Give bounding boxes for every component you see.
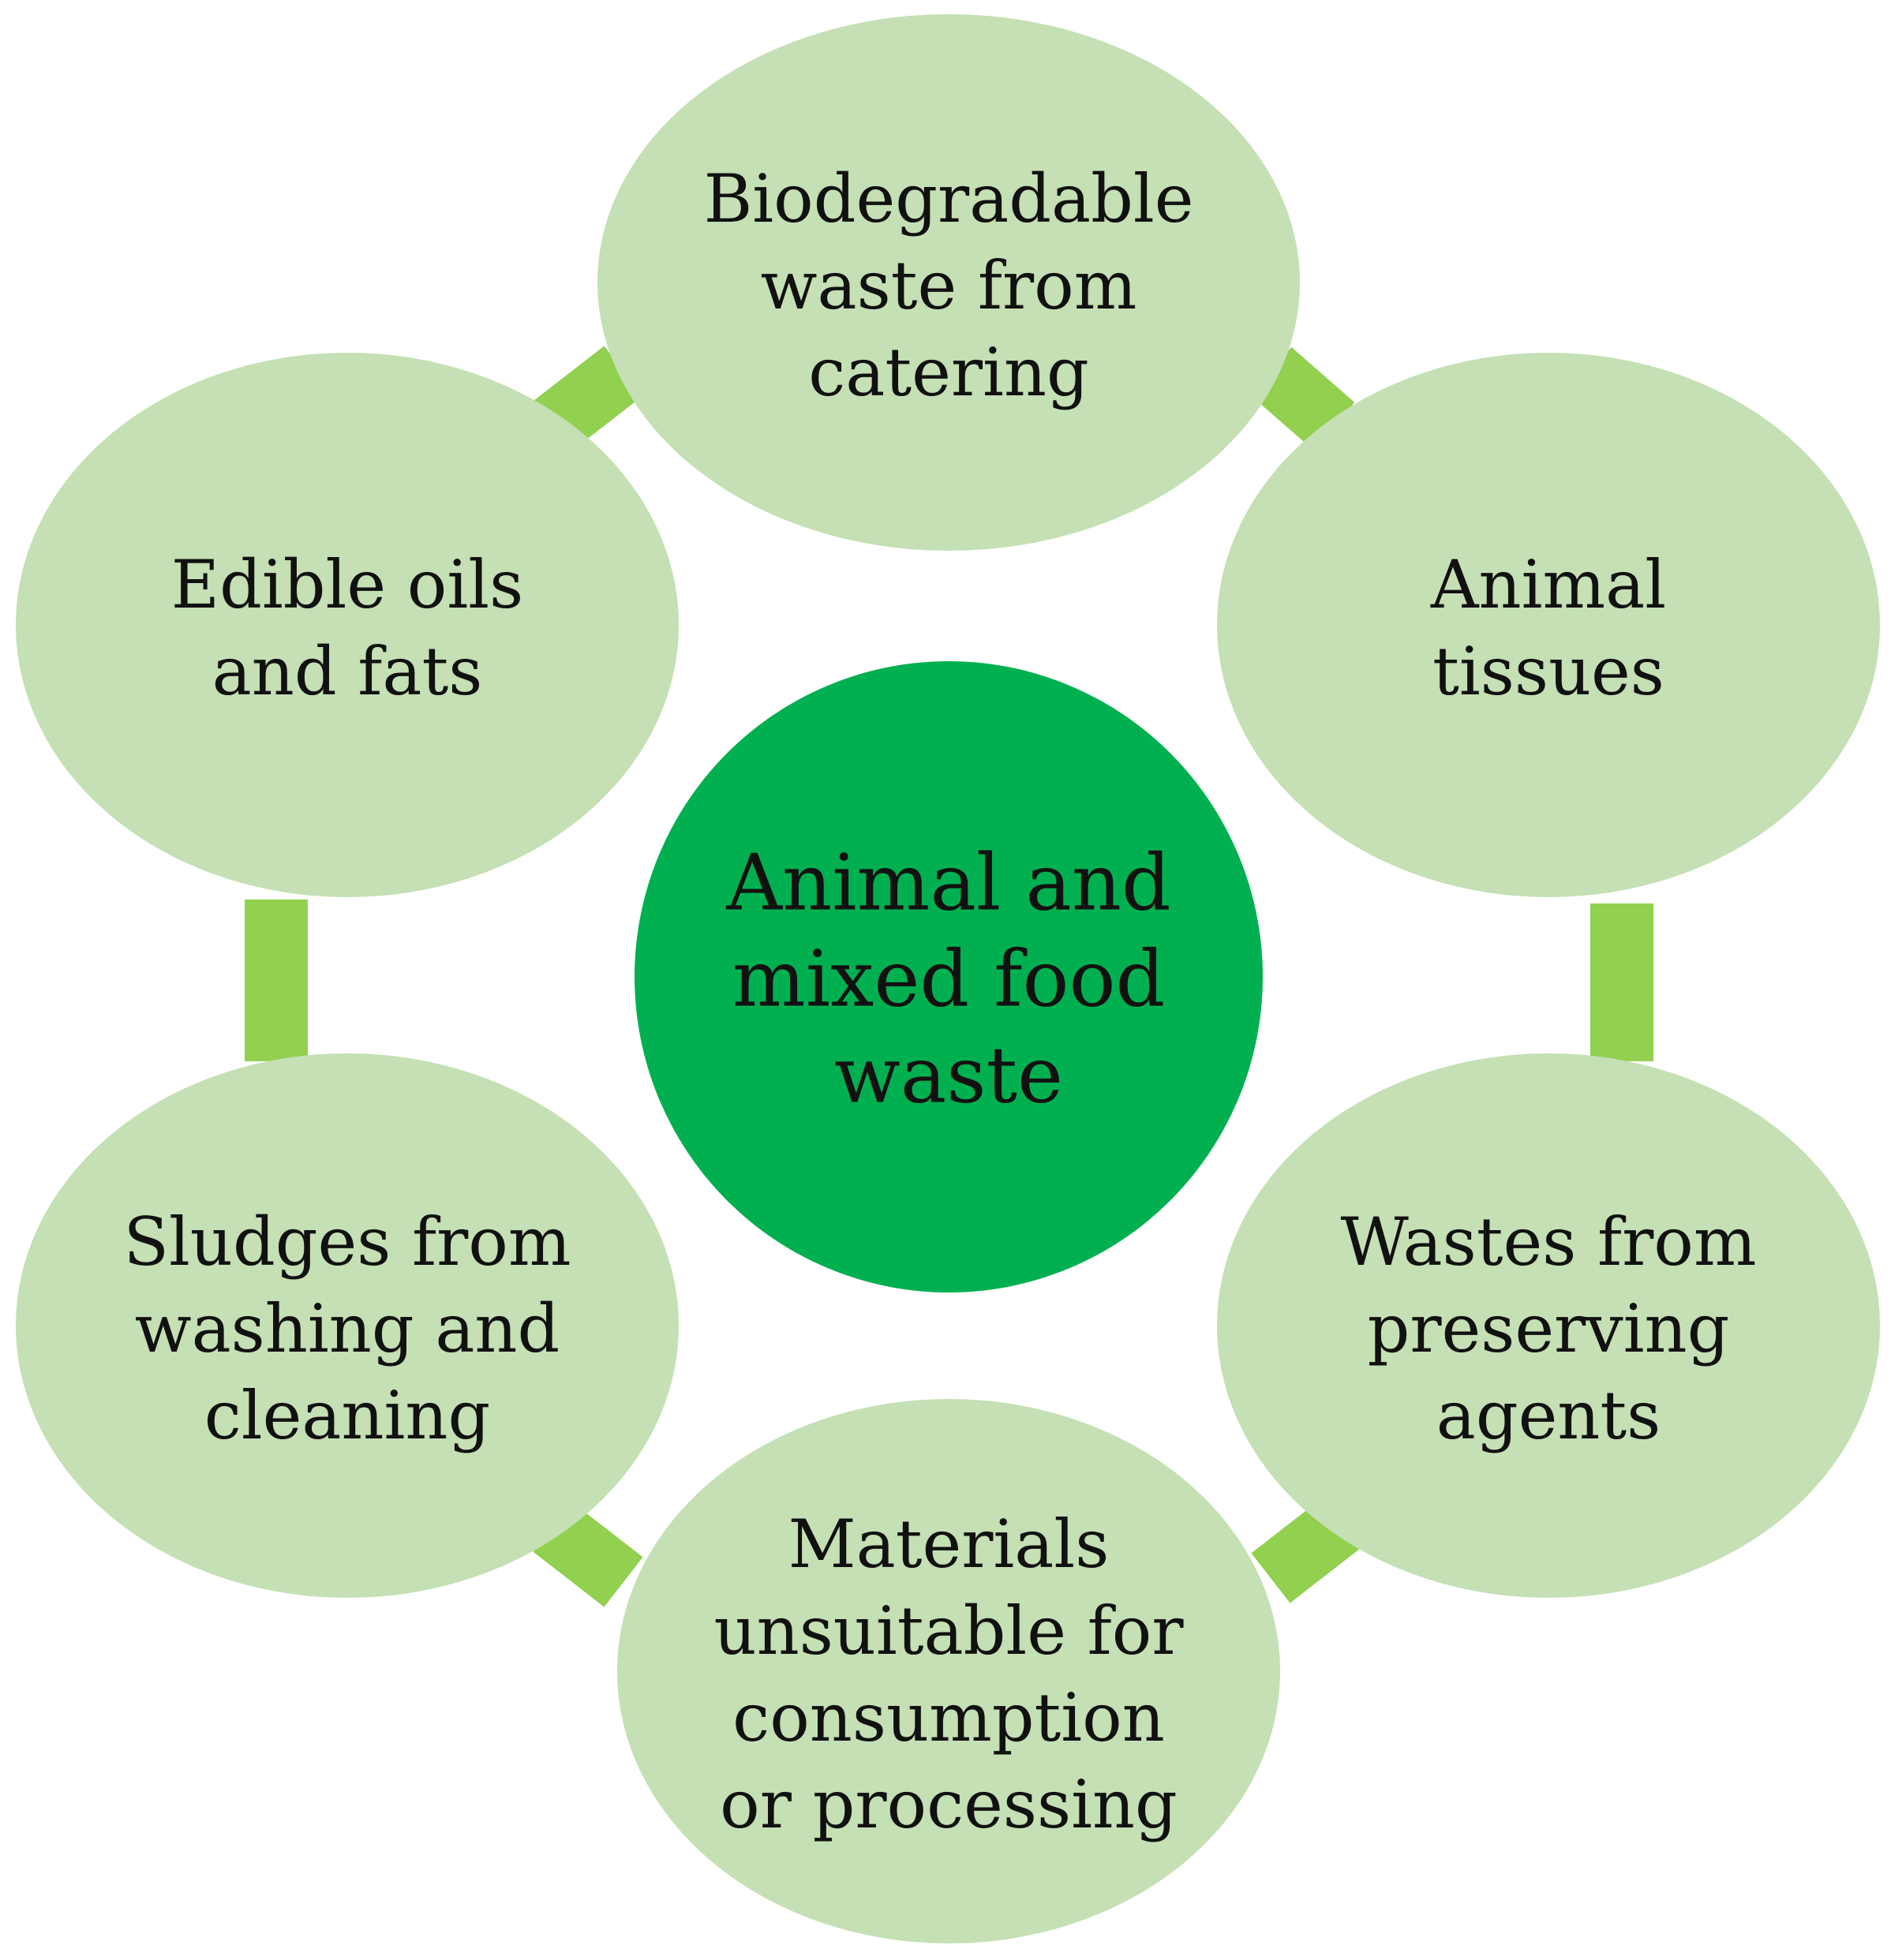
connector-top-right (1249, 346, 1355, 451)
label-line: Biodegradable (704, 160, 1194, 238)
label-line: waste from (761, 247, 1137, 324)
connector-ring (245, 346, 1653, 1607)
label-line: Sludges from (123, 1203, 571, 1281)
label-line: waste (834, 1031, 1063, 1121)
label-line: catering (808, 334, 1088, 411)
outer-node-sludges: Sludges from washing and cleaning (16, 1053, 679, 1598)
outer-node-preserving-agents: Wastes from preserving agents (1217, 1053, 1880, 1598)
label-line: and fats (212, 633, 483, 710)
connector-top-left (533, 346, 643, 451)
center-ellipse (635, 661, 1263, 1292)
node-label: Biodegradable waste from catering (704, 160, 1194, 411)
label-line: Materials (788, 1506, 1110, 1583)
label-line: Wastes from (1341, 1203, 1757, 1281)
label-line: tissues (1432, 633, 1664, 710)
node-label: Materials unsuitable for consumption or pro… (714, 1506, 1185, 1843)
label-line: washing and (135, 1290, 560, 1367)
label-line: Animal (1430, 546, 1666, 623)
outer-node-edible-oils: Edible oils and fats (16, 353, 679, 897)
label-line: unsuitable for (714, 1592, 1185, 1670)
outer-node-animal-tissues: Animal tissues (1217, 353, 1880, 897)
outer-ellipse (617, 1399, 1280, 1943)
label-line: Edible oils (171, 546, 523, 623)
outer-ellipse (597, 14, 1300, 551)
outer-ellipse (16, 353, 679, 897)
connector-bottom-right (1251, 1498, 1361, 1603)
label-line: preserving (1368, 1290, 1730, 1367)
node-label: Sludges from washing and cleaning (123, 1203, 571, 1454)
label-line: mixed food (732, 935, 1165, 1025)
node-label: Animal tissues (1430, 546, 1666, 710)
label-line: consumption (732, 1679, 1165, 1756)
outer-ellipse (16, 1053, 679, 1598)
connector-bottom-left (533, 1502, 643, 1607)
label-line: Animal and (725, 839, 1170, 929)
outer-ellipse (1217, 1053, 1880, 1598)
label-line: or processing (720, 1766, 1178, 1843)
node-label: Wastes from preserving agents (1341, 1203, 1757, 1454)
outer-ellipse (1217, 353, 1880, 897)
label-line: cleaning (204, 1377, 491, 1454)
node-label: Edible oils and fats (171, 546, 523, 710)
outer-node-unsuitable-materials: Materials unsuitable for consumption or pro… (617, 1399, 1280, 1943)
outer-node-biodegradable-waste: Biodegradable waste from catering (597, 14, 1300, 551)
label-line: agents (1436, 1377, 1661, 1454)
